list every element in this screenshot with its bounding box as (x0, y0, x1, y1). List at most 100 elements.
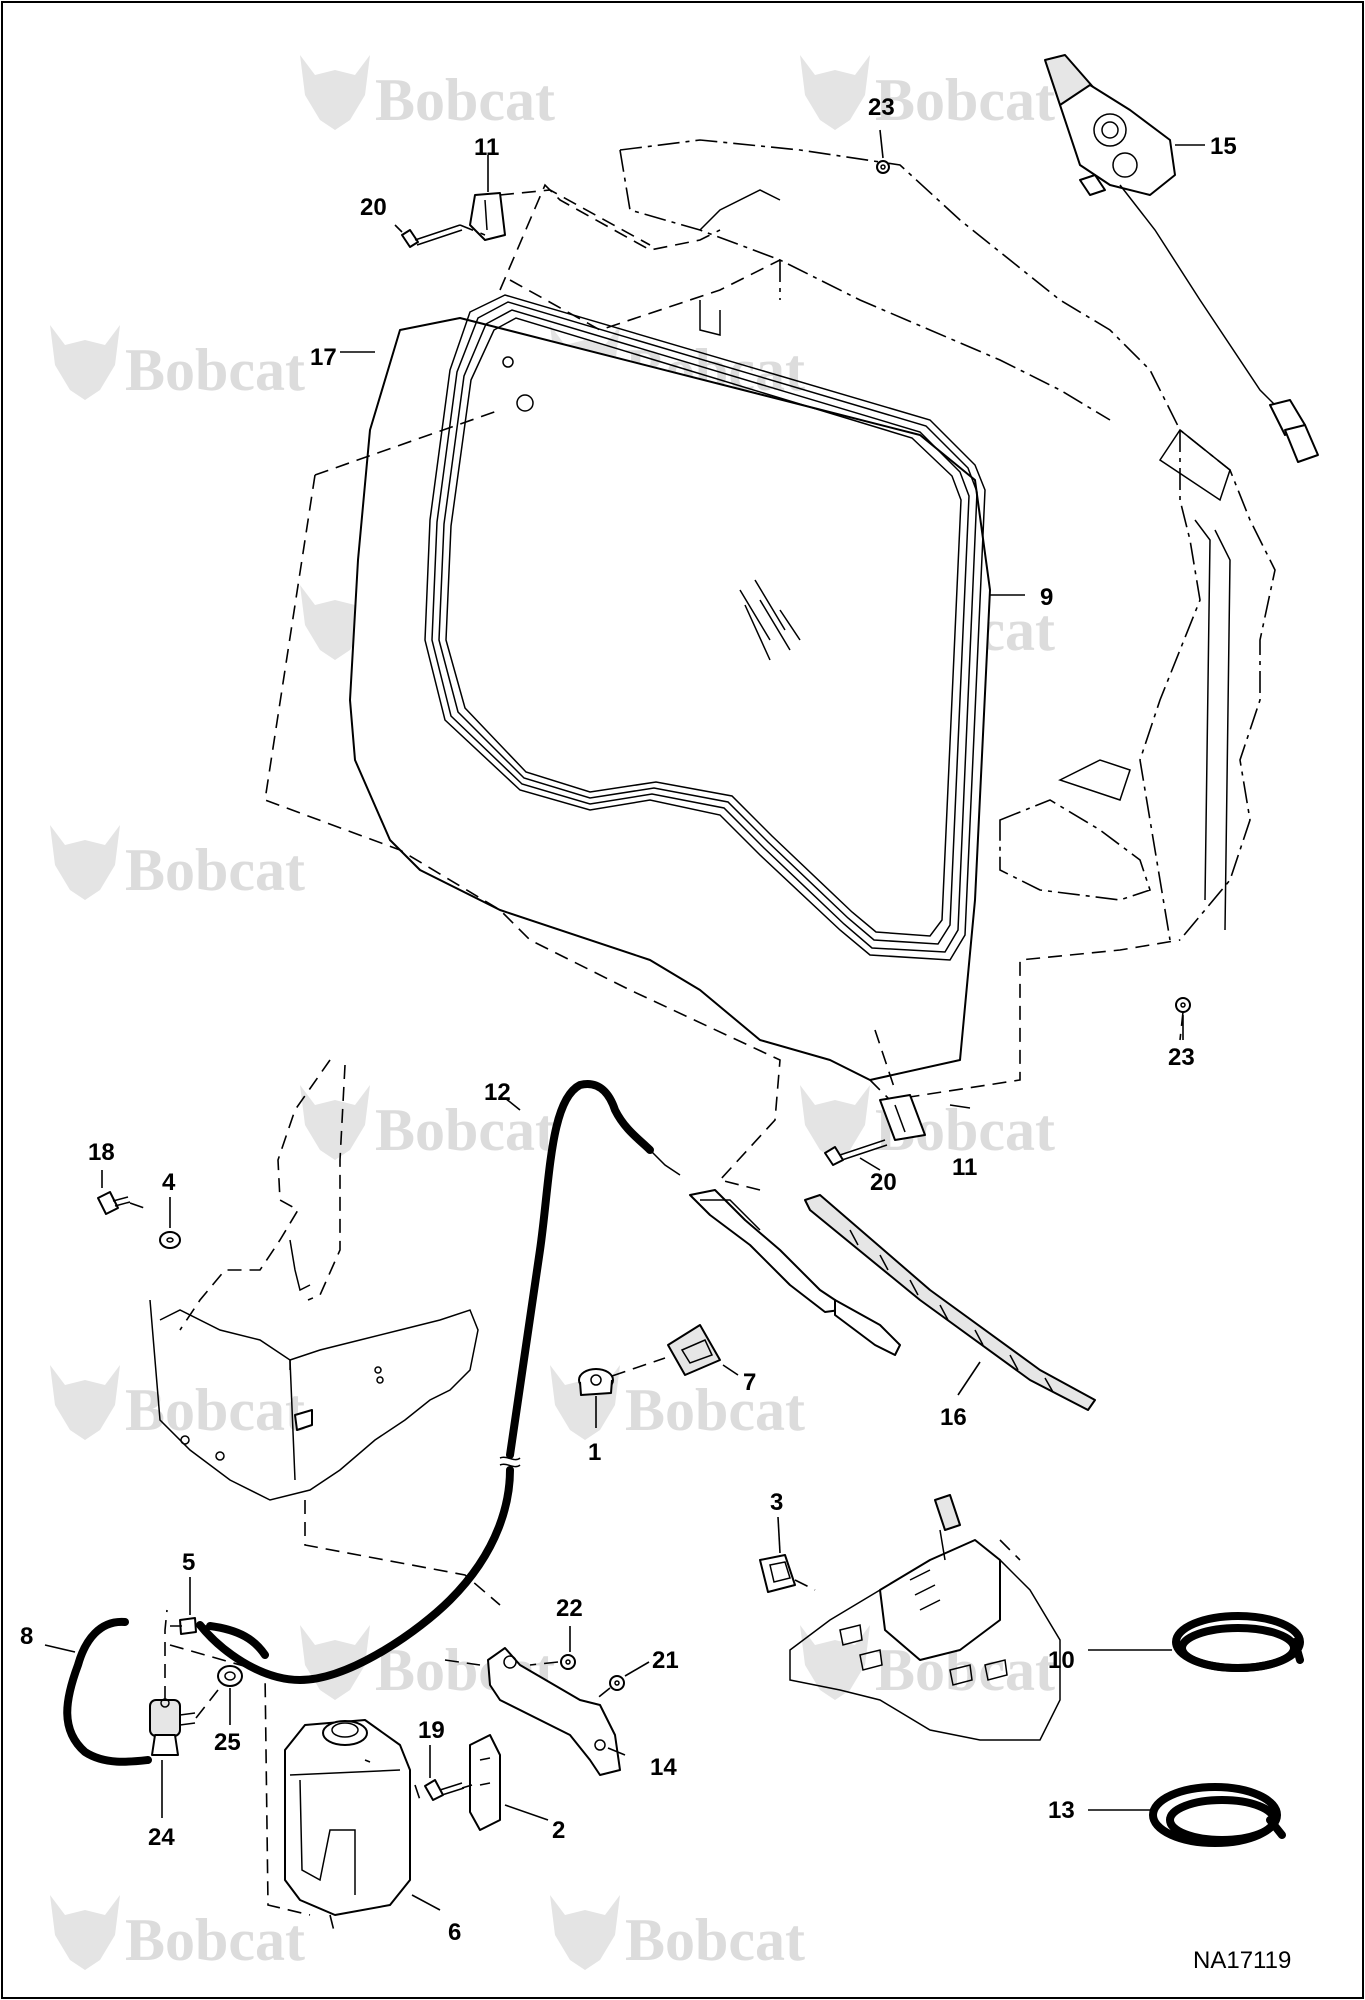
watermark-text: Bobcat (125, 1377, 305, 1443)
bobcat-logo-icon (300, 55, 370, 130)
reservoir-bottom-dash (329, 1914, 336, 1936)
bobcat-logo-icon (300, 1085, 370, 1160)
callout-6: 6 (448, 1919, 461, 1946)
callout-18: 18 (88, 1139, 115, 1166)
callout-12: 12 (484, 1079, 511, 1106)
bobcat-watermark: Bobcat (300, 55, 555, 133)
callout-20-bottom: 20 (870, 1169, 897, 1196)
bobcat-watermark: Bobcat (550, 1365, 805, 1443)
wiper-blade (804, 1194, 1096, 1411)
grommet-25 (217, 1665, 243, 1687)
watermark-text: Bobcat (125, 837, 305, 903)
bobcat-watermark: Bobcat (800, 1625, 1055, 1703)
bobcat-watermark: Bobcat (50, 1365, 305, 1443)
bobcat-logo-icon (800, 1085, 870, 1160)
callout-21: 21 (652, 1647, 679, 1674)
bobcat-watermark: Bobcat (50, 825, 305, 903)
washer-nozzle-1 (578, 1368, 614, 1396)
callout-9: 9 (1040, 584, 1053, 611)
nut-23-bottom (1175, 997, 1191, 1013)
nut-23-top (876, 160, 890, 174)
bobcat-logo-icon (50, 325, 120, 400)
callout-11-top: 11 (474, 134, 499, 161)
callout-4: 4 (162, 1169, 176, 1196)
bolt-20-top (401, 224, 463, 248)
washer-reservoir-6 (284, 1719, 411, 1916)
callout-5: 5 (182, 1549, 195, 1576)
bolt-20-dash (459, 224, 486, 236)
nut-22 (560, 1654, 576, 1670)
reservoir-bracket-dash (414, 1784, 421, 1801)
bobcat-logo-icon (550, 1895, 620, 1970)
callout-23-bottom: 23 (1168, 1044, 1195, 1071)
bracket-14-dash (444, 1659, 481, 1666)
callout-22: 22 (556, 1595, 583, 1622)
wire-harness-13 (1149, 1783, 1286, 1847)
callout-8: 8 (20, 1623, 33, 1650)
window-alignment-lines (264, 183, 1181, 1191)
callout-23-top: 23 (868, 94, 895, 121)
callout-19: 19 (418, 1717, 445, 1744)
wiper-switch-3 (759, 1554, 796, 1593)
watermark-text: Bobcat (375, 1097, 555, 1163)
bracket-11-dash (499, 189, 651, 246)
bobcat-logo-icon (50, 1895, 120, 1970)
bobcat-watermark: Bobcat (550, 1895, 805, 1973)
bobcat-watermark: Bobcat (800, 55, 1055, 133)
pump-dash (164, 1609, 168, 1700)
nut-21 (609, 1675, 625, 1691)
watermark-text: Bobcat (625, 1907, 805, 1973)
watermark-text: Bobcat (875, 67, 1055, 133)
mount-bracket-top (469, 192, 506, 241)
callout-7: 7 (743, 1369, 756, 1396)
switch-3-dash (794, 1579, 816, 1591)
nut-22-dash (529, 1661, 559, 1666)
grommet-25-dash (195, 1689, 219, 1719)
bolt-19 (424, 1779, 465, 1801)
bobcat-logo-icon (550, 1365, 620, 1440)
window-seal (424, 294, 986, 961)
bobcat-logo-icon (50, 825, 120, 900)
callout-17: 17 (310, 344, 337, 371)
washer-hose-8 (63, 1617, 152, 1766)
nut-21-dash (594, 1687, 611, 1701)
callout-25: 25 (214, 1729, 241, 1756)
callout-leader-lines (44, 129, 1205, 1911)
watermark-text: Bobcat (375, 67, 555, 133)
callout-13: 13 (1048, 1797, 1075, 1824)
callout-11-bottom: 11 (952, 1154, 977, 1181)
washer-4 (159, 1231, 181, 1249)
hose-clip-7 (667, 1324, 721, 1376)
wiper-motor (1044, 54, 1319, 463)
callout-10: 10 (1048, 1647, 1075, 1674)
bolt-20-bottom (824, 1139, 888, 1166)
watermark-text: Bobcat (125, 1907, 305, 1973)
callout-2: 2 (552, 1817, 565, 1844)
bolt-18-dash (129, 1202, 151, 1211)
watermark-text: Bobcat (125, 337, 305, 403)
bobcat-logo-icon (800, 55, 870, 130)
rear-window-glass (349, 317, 991, 1081)
bobcat-logo-icon (800, 1625, 870, 1700)
watermark-text: Bobcat (625, 1377, 805, 1443)
bobcat-logo-icon (50, 1365, 120, 1440)
bobcat-watermark: Bobcat (50, 325, 305, 403)
bobcat-watermark: Bobcat (50, 1895, 305, 1973)
figure-id: NA17119 (1193, 1947, 1291, 1974)
callout-1: 1 (588, 1439, 601, 1466)
callout-14: 14 (650, 1754, 677, 1781)
wire-harness-10 (1172, 1612, 1304, 1672)
bobcat-watermark: Bobcat (300, 1085, 555, 1163)
callout-20-top: 20 (360, 194, 387, 221)
callout-3: 3 (770, 1489, 783, 1516)
callout-24: 24 (148, 1824, 175, 1851)
washer-hose-12 (196, 1080, 681, 1684)
cab-frame-outline (619, 139, 1276, 941)
callout-15: 15 (1210, 133, 1237, 160)
wiper-arm (689, 1189, 901, 1356)
washer-mount-panel (149, 1059, 501, 1606)
mount-bracket-bottom (879, 1094, 926, 1141)
reservoir-bracket-14 (487, 1647, 621, 1776)
